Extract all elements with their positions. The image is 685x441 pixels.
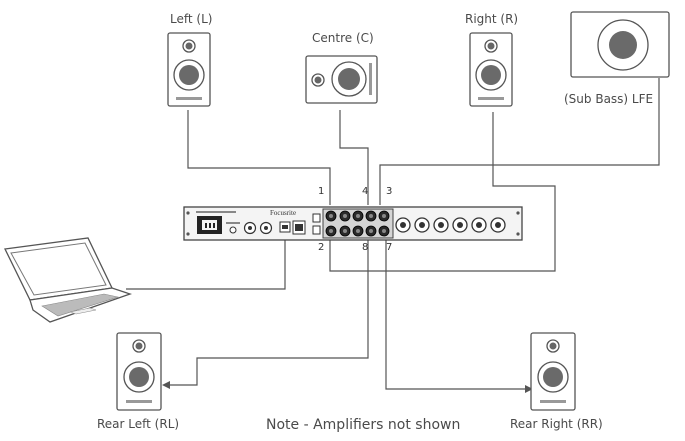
cables [126,78,660,390]
interface-brand-label: Focusrite [270,209,296,217]
arrowhead-rear-right [525,385,533,393]
output-number-1: 1 [318,186,325,197]
arrowhead-rear-left [162,381,170,389]
cable-usb [126,232,286,290]
output-number-7: 7 [386,242,393,253]
cable-rear-left [168,240,369,386]
cable-lfe [379,78,660,205]
cable-centre [339,110,369,205]
cable-right [329,112,556,272]
combo-inputs [395,217,506,233]
speaker-lfe [570,11,670,78]
label-left: Left (L) [170,12,213,26]
laptop [4,237,133,323]
label-right: Right (R) [465,12,519,26]
speaker-rear-right [530,332,576,411]
cable-left [187,110,331,205]
label-centre: Centre (C) [312,31,374,45]
bnc-connector [229,226,237,234]
output-number-8: 8 [362,242,369,253]
output-jacks [325,210,390,237]
label-lfe: (Sub Bass) LFE [564,92,654,106]
output-number-2: 2 [318,242,325,253]
speaker-left [167,32,211,107]
output-number-3: 3 [386,186,393,197]
output-number-4: 4 [362,186,369,197]
note-amplifiers: Note - Amplifiers not shown [266,417,461,433]
speaker-centre [305,55,378,104]
label-rear-right: Rear Right (RR) [510,417,603,431]
cable-rear-right [385,240,527,390]
label-rear-left: Rear Left (RL) [97,417,180,431]
audio-interface-rear-panel: Focusrite [183,206,523,241]
speaker-rear-left [116,332,162,411]
speaker-right [469,32,513,107]
